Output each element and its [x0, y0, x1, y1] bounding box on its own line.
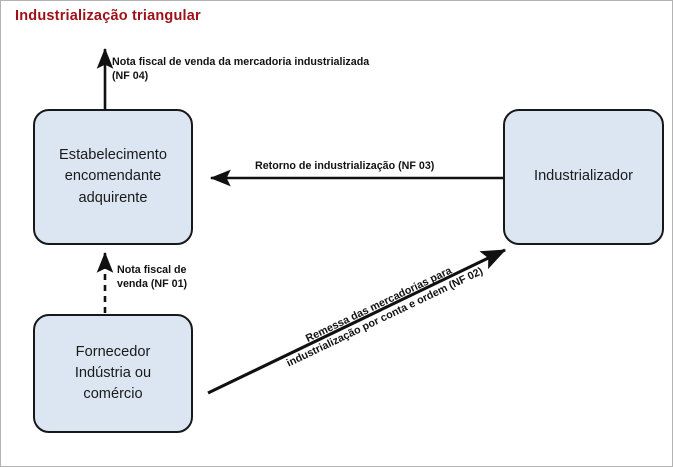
node-industrializador[interactable]: Industrializador	[503, 109, 664, 245]
node-label: Estabelecimento encomendante adquirente	[59, 147, 167, 206]
edge-label-nf01: Nota fiscal de venda (NF 01)	[117, 264, 188, 291]
page-title: Industrialização triangular	[15, 8, 201, 24]
node-estabelecimento-encomendante-adquirente[interactable]: Estabelecimento encomendante adquirente	[33, 109, 193, 245]
node-label: Industrializador	[534, 168, 633, 185]
node-fornecedor-industria-ou-comercio[interactable]: Fornecedor Indústria ou comércio	[33, 314, 193, 433]
edge-label-nf04: Nota fiscal de venda da mercadoria indus…	[112, 56, 370, 83]
edge-nf02-arrow	[207, 248, 507, 395]
edge-label-nf03: Retorno de industrialização (NF 03)	[255, 160, 435, 172]
node-label: Fornecedor Indústria ou comércio	[74, 343, 152, 403]
